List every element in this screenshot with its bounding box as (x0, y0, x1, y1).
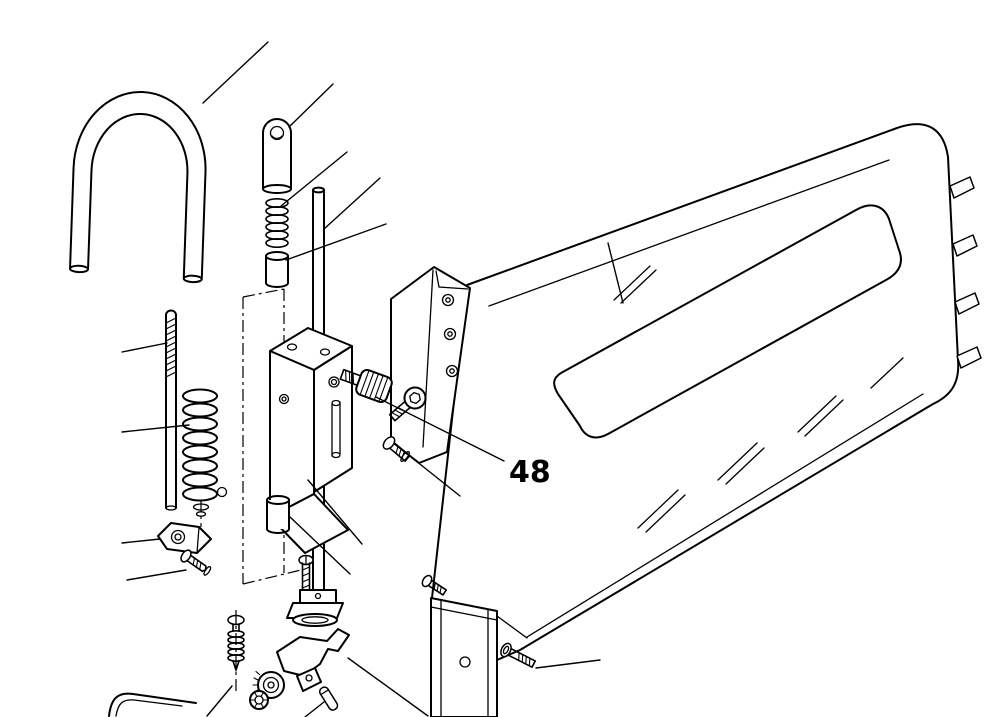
machine-frame (431, 123, 982, 661)
spacer-bushing-lower (266, 495, 290, 534)
pivot-pin (262, 118, 292, 194)
spring-screw (227, 610, 245, 694)
frame-edge-tabs (949, 176, 982, 369)
clamp-foot-assembly (249, 628, 350, 711)
clamp-bracket (157, 522, 212, 554)
leader-lines (121, 41, 624, 717)
bracket-screw (180, 549, 212, 576)
rod-foot (286, 589, 344, 627)
adjusting-screw (298, 554, 314, 595)
knurled-screw-48 (339, 368, 393, 403)
base-screw-long (500, 642, 537, 668)
u-handle (69, 91, 207, 284)
set-screw-with-washer (382, 436, 411, 462)
threaded-rod (165, 309, 177, 511)
small-spring (265, 198, 289, 249)
base-screw-small (421, 574, 448, 596)
base-plate-corner (108, 692, 197, 717)
callout-48-label: 48 (509, 455, 551, 490)
frame-base-block (430, 597, 498, 717)
compression-spring (182, 388, 228, 527)
spacer-bushing-upper (265, 251, 289, 288)
